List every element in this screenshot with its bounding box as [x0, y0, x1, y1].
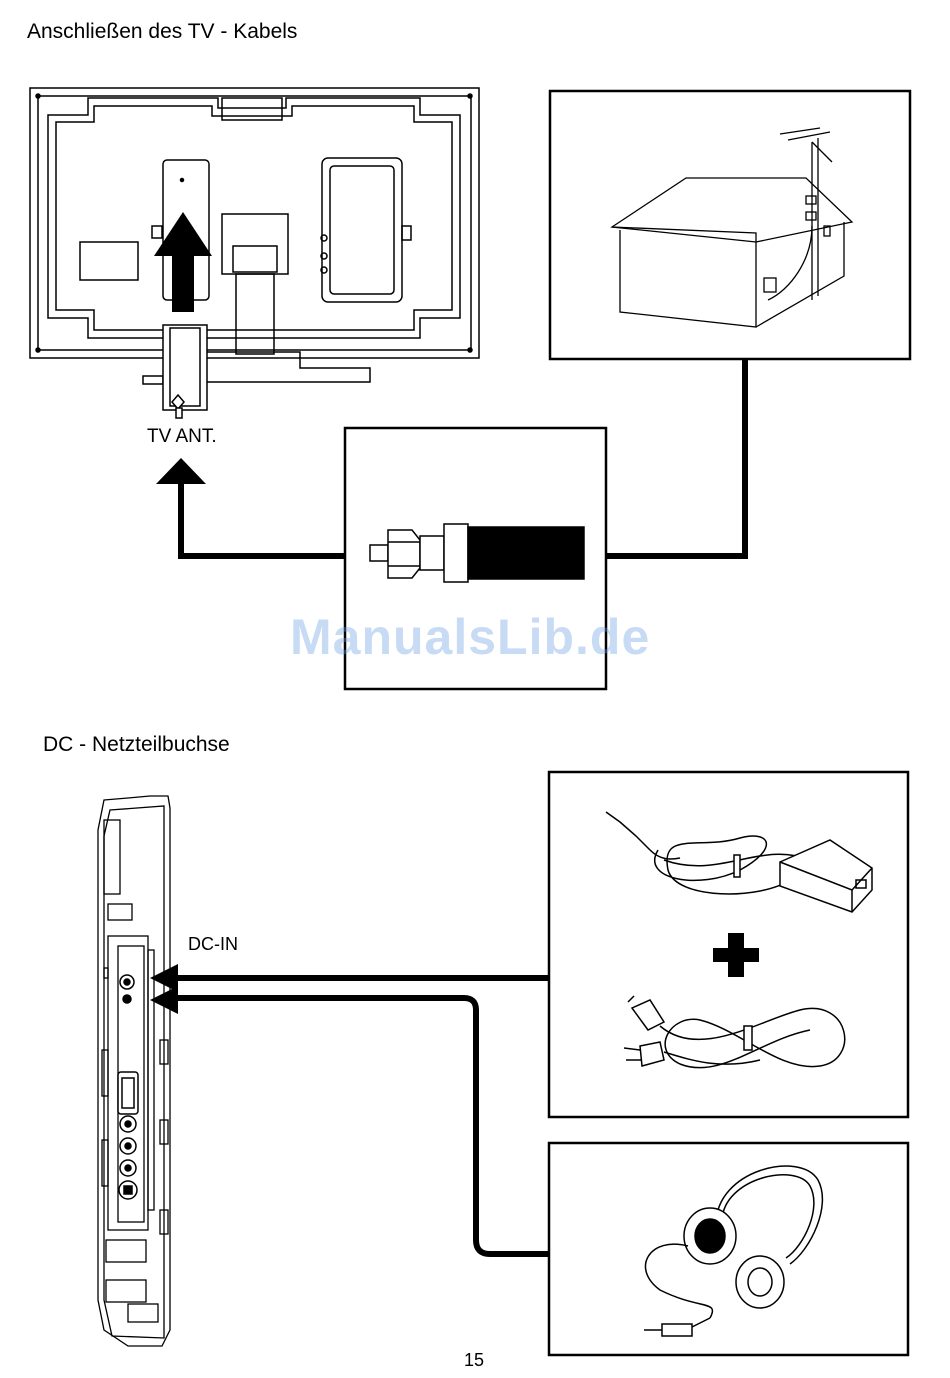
- tv-ant-label: TV ANT.: [147, 426, 217, 448]
- dc-cable-lines: [178, 978, 549, 1254]
- antenna-module-illustration: [163, 325, 207, 418]
- section-heading-dc: DC - Netzteilbuchse: [43, 733, 230, 757]
- page-number: 15: [464, 1350, 484, 1371]
- coax-plug-icon: [370, 524, 584, 582]
- tv-side-panel-illustration: [98, 796, 170, 1346]
- antenna-arrow-head: [156, 458, 206, 484]
- house-antenna-box: [550, 91, 910, 359]
- tv-side-ports: [118, 975, 138, 1199]
- section-heading-antenna: Anschließen des TV - Kabels: [27, 20, 297, 44]
- dc-in-label: DC-IN: [188, 934, 238, 955]
- tv-back-panel-illustration: [30, 88, 479, 384]
- watermark: ManualsLib.de: [290, 608, 650, 666]
